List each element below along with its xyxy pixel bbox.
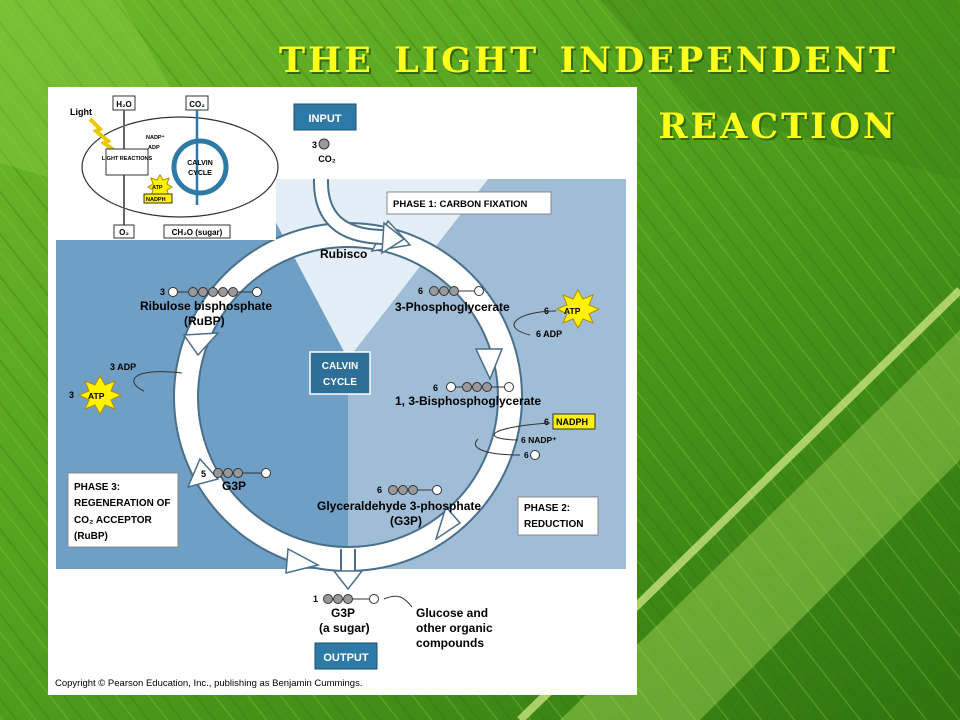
slide-title-line2: Reaction: [658, 91, 898, 150]
output-label-line1: G3P: [331, 606, 355, 620]
phase2-line1: PHASE 2:: [524, 503, 570, 514]
inset-light-label: Light: [70, 107, 92, 117]
rubp-molecule-icon: [168, 287, 262, 297]
inset-light-reactions-label: LIGHT REACTIONS: [102, 156, 153, 162]
inset-sugar-label: CH₂O (sugar): [172, 228, 223, 237]
output-label-line2: (a sugar): [319, 621, 370, 635]
inset-water-label: H₂O: [116, 100, 132, 109]
nadph-box: [552, 413, 596, 430]
output-count: 1: [313, 594, 318, 604]
inset-nadp-label: NADP⁺: [146, 134, 165, 141]
phase3-line1: PHASE 3:: [74, 482, 120, 493]
co2-molecule-icon: [318, 138, 330, 150]
glucose-line3: compounds: [416, 636, 484, 650]
calvin-cycle-figure: INPUT 3 CO₂ PHASE 1: CARBON FIXATION Rub…: [48, 87, 637, 695]
nadph-consumption-arrow: [493, 422, 551, 441]
output-box: [314, 642, 378, 670]
phosphate-release-arrow: [475, 438, 521, 456]
copyright-notice: Copyright © Pearson Education, Inc., pub…: [55, 678, 363, 689]
inset-background: [56, 92, 276, 240]
input-count: 3: [312, 140, 317, 150]
rubp-label-line2: (RuBP): [184, 314, 225, 328]
phosphate-output: 6: [524, 450, 529, 460]
g3p5-count: 5: [201, 469, 206, 479]
output-arrowhead: [332, 570, 364, 591]
atp3-label: ATP: [88, 391, 105, 401]
bpg-count: 6: [433, 383, 438, 393]
atp-consumption-arrow: [513, 310, 557, 336]
calvin-cycle-diagram: INPUT 3 CO₂ PHASE 1: CARBON FIXATION Rub…: [56, 92, 626, 670]
rubp-count: 3: [160, 287, 165, 297]
slide-title-line1: The Light Independent: [278, 25, 898, 84]
atp-label: ATP: [564, 306, 581, 316]
chloroplast-inset: Light H₂O CO₂ LIGHT REACTIONS CALVIN CYC…: [56, 92, 279, 240]
g3p-molecule-icon: [388, 485, 442, 495]
inset-oxygen-label: O₂: [119, 228, 129, 237]
calvin-cycle-center-box: [309, 351, 371, 395]
atp3-consumption-arrow: [133, 371, 183, 392]
calvin-center-line2: CYCLE: [323, 377, 357, 388]
phase3-line4: (RuBP): [74, 531, 108, 542]
output-label: OUTPUT: [323, 652, 369, 664]
g3p5-molecule-icon: [213, 468, 271, 478]
input-box: [293, 103, 357, 131]
inset-nadph-label: NADPH: [146, 197, 166, 203]
phosphate-icon: [530, 450, 540, 460]
rubisco-label: Rubisco: [320, 247, 367, 261]
bpg-label: 1, 3-Bisphosphoglycerate: [395, 394, 541, 408]
phase1-label: PHASE 1: CARBON FIXATION: [393, 199, 528, 210]
inset-sugar-box: [163, 224, 231, 239]
inset-calvin-ring: [171, 138, 229, 196]
inset-adp-label: ADP: [148, 145, 160, 151]
nadph-label: NADPH: [556, 417, 588, 427]
inset-cycle-label: CYCLE: [188, 170, 212, 177]
inset-co2-label: CO₂: [189, 100, 205, 109]
pga-molecule-icon: [429, 286, 484, 296]
g3p5-label: G3P: [222, 479, 246, 493]
phase3-line2: REGENERATION OF: [74, 498, 170, 509]
input-arrow: [314, 178, 387, 243]
phase3-box: [67, 472, 179, 548]
pga-count: 6: [418, 286, 423, 296]
chloroplast-outline: [81, 116, 279, 218]
phase2-line2: REDUCTION: [524, 519, 583, 530]
atp3-count: 3: [69, 390, 74, 400]
nadph-count: 6: [544, 417, 549, 427]
adp3-label: 3 ADP: [110, 362, 136, 372]
rubp-label-line1: Ribulose bisphosphate: [140, 299, 272, 313]
inset-oxygen-box: [113, 224, 135, 239]
adp-output: 6 ADP: [536, 329, 562, 339]
bpg-molecule-icon: [446, 382, 514, 392]
output-molecule-icon: [323, 594, 379, 604]
phase3-line3: CO₂ ACCEPTOR: [74, 515, 153, 526]
input-arrowhead: [381, 221, 406, 255]
atp-burst-icon: [555, 288, 601, 330]
input-label: INPUT: [309, 113, 342, 125]
pga-label: 3-Phosphoglycerate: [395, 300, 510, 314]
cycle-direction-arrows: [182, 219, 504, 574]
light-bolt-icon: [88, 117, 120, 155]
glucose-line1: Glucose and: [416, 606, 488, 620]
input-molecule: CO₂: [318, 154, 336, 164]
phase2-box: [517, 496, 599, 536]
calvin-center-line1: CALVIN: [322, 361, 358, 372]
g3p-count: 6: [377, 485, 382, 495]
inset-nadph-box: [143, 193, 173, 204]
g3p-label-line1: Glyceraldehyde 3-phosphate: [317, 499, 481, 513]
glucose-line2: other organic: [416, 621, 493, 635]
phase3-panel: [56, 179, 348, 569]
glucose-arrow: [383, 595, 413, 608]
phase1-box: [386, 191, 552, 215]
phase1-panel: [253, 179, 488, 359]
atp3-burst-icon: [77, 374, 123, 416]
inset-atp-label: ATP: [152, 185, 163, 191]
nadp-output: 6 NADP⁺: [521, 435, 557, 445]
inset-calvin-label: CALVIN: [187, 160, 213, 167]
inset-light-reactions-box: [105, 148, 149, 176]
g3p-label-line2: (G3P): [390, 514, 422, 528]
